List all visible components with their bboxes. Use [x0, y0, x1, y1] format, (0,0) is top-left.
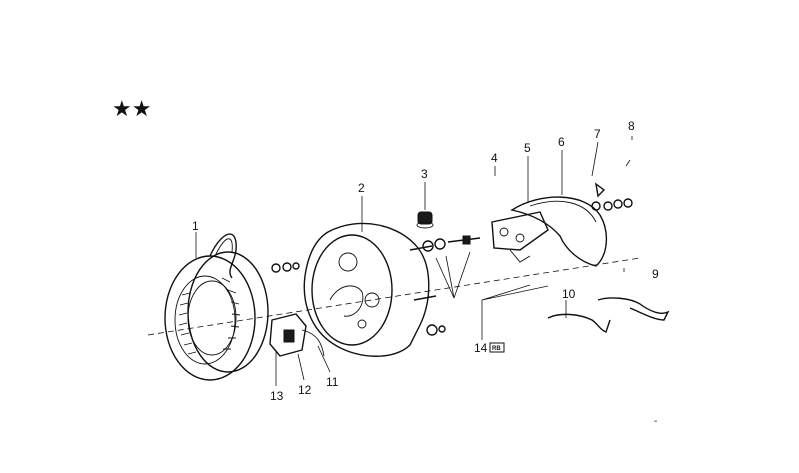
callout-9: 9: [652, 267, 659, 281]
callout-6: 6: [558, 135, 565, 149]
corner-mark: -: [654, 416, 657, 427]
regulator-part: [269, 313, 325, 357]
callout-7: 7: [594, 127, 601, 141]
callout-2: 2: [358, 181, 365, 195]
bush-part: [416, 211, 434, 229]
rb-badge: RB: [489, 342, 505, 353]
double-star-marker: ★★: [112, 97, 151, 122]
callout-12: 12: [298, 383, 312, 397]
stator-part: [164, 233, 269, 381]
fastener-set: [271, 235, 481, 336]
assembly-axis: [147, 257, 641, 336]
callout-3: 3: [421, 167, 428, 181]
callout-5: 5: [524, 141, 531, 155]
callout-8: 8: [628, 119, 635, 133]
brush-holder-part: [491, 211, 549, 263]
retaining-clip-part: [547, 313, 611, 333]
end-cover-part: [510, 182, 633, 267]
callout-14: 14: [474, 341, 488, 355]
callout-4: 4: [491, 151, 498, 165]
svg-text:RB: RB: [492, 346, 501, 352]
callout-13: 13: [270, 389, 284, 403]
housing-part: [303, 222, 437, 357]
callout-10: 10: [562, 287, 576, 301]
leader-lines: [195, 136, 633, 386]
callout-1: 1: [192, 219, 199, 233]
callout-11: 11: [326, 375, 339, 389]
spring-wire-part: [597, 297, 670, 321]
